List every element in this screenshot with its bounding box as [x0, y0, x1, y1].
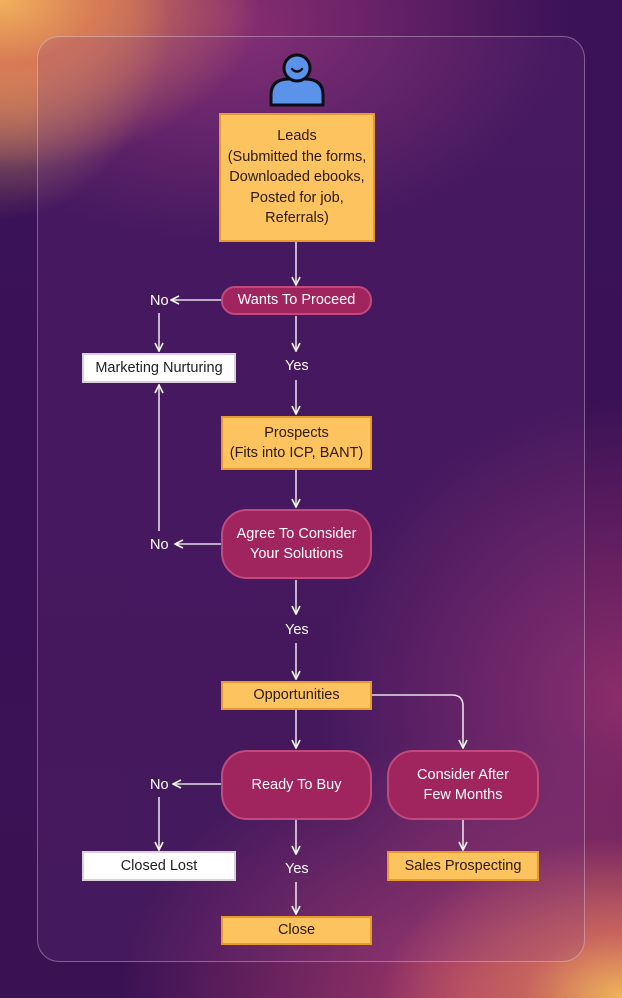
- wants-to-proceed-node: Wants To Proceed: [221, 286, 372, 315]
- arrow-opportunities-to-consider: [372, 694, 463, 748]
- yes-label-1: Yes: [285, 358, 309, 374]
- leads-node: Leads (Submitted the forms, Downloaded e…: [219, 113, 375, 242]
- consider-after-node: Consider After Few Months: [387, 750, 539, 820]
- no-label-3: No: [150, 777, 169, 793]
- agree-to-consider-node: Agree To Consider Your Solutions: [221, 509, 372, 579]
- no-label-2: No: [150, 537, 169, 553]
- ready-to-buy-node: Ready To Buy: [221, 750, 372, 820]
- marketing-nurturing-node: Marketing Nurturing: [82, 353, 236, 383]
- yes-label-2: Yes: [285, 622, 309, 638]
- prospects-node: Prospects (Fits into ICP, BANT): [221, 416, 372, 470]
- close-node: Close: [221, 916, 372, 945]
- yes-label-3: Yes: [285, 861, 309, 877]
- user-icon: [269, 53, 325, 107]
- opportunities-node: Opportunities: [221, 681, 372, 710]
- no-label-1: No: [150, 293, 169, 309]
- sales-prospecting-node: Sales Prospecting: [387, 851, 539, 881]
- closed-lost-node: Closed Lost: [82, 851, 236, 881]
